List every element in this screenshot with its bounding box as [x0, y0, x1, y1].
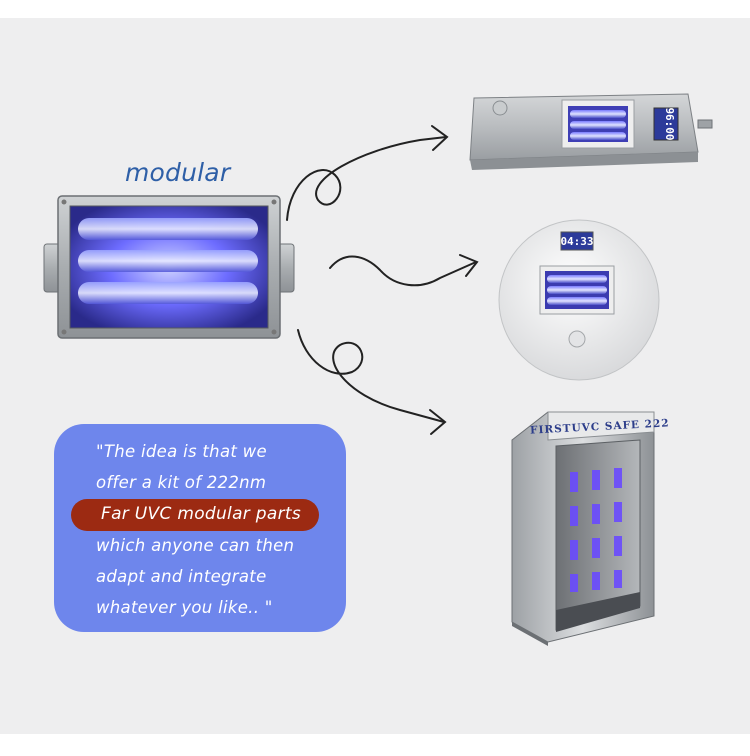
round-display-readout: 04:33 [560, 235, 593, 248]
quote-line-4: adapt and integrate [96, 567, 267, 586]
highlight-pill [71, 499, 319, 531]
quote-line-2: offer a kit of 222nm [96, 473, 267, 492]
quote-highlight-text: Far UVC modular parts [101, 504, 302, 524]
quote-line-1: "The idea is that we [96, 442, 267, 461]
round-uv-device-image: 04:33 [498, 219, 660, 381]
handheld-uv-device-image: 96:00 [469, 93, 713, 170]
handheld-display-readout: 96:00 [663, 107, 676, 140]
modular-heading: modular [125, 158, 231, 187]
quote-line-5: whatever you like.. " [96, 598, 273, 617]
quote-box: "The idea is that we offer a kit of 222n… [54, 424, 346, 632]
uv-booth-image: FIRSTUVC SAFE 222 [511, 411, 670, 646]
quote-line-3: which anyone can then [96, 536, 295, 555]
uv-lamp-module-image [43, 195, 295, 339]
